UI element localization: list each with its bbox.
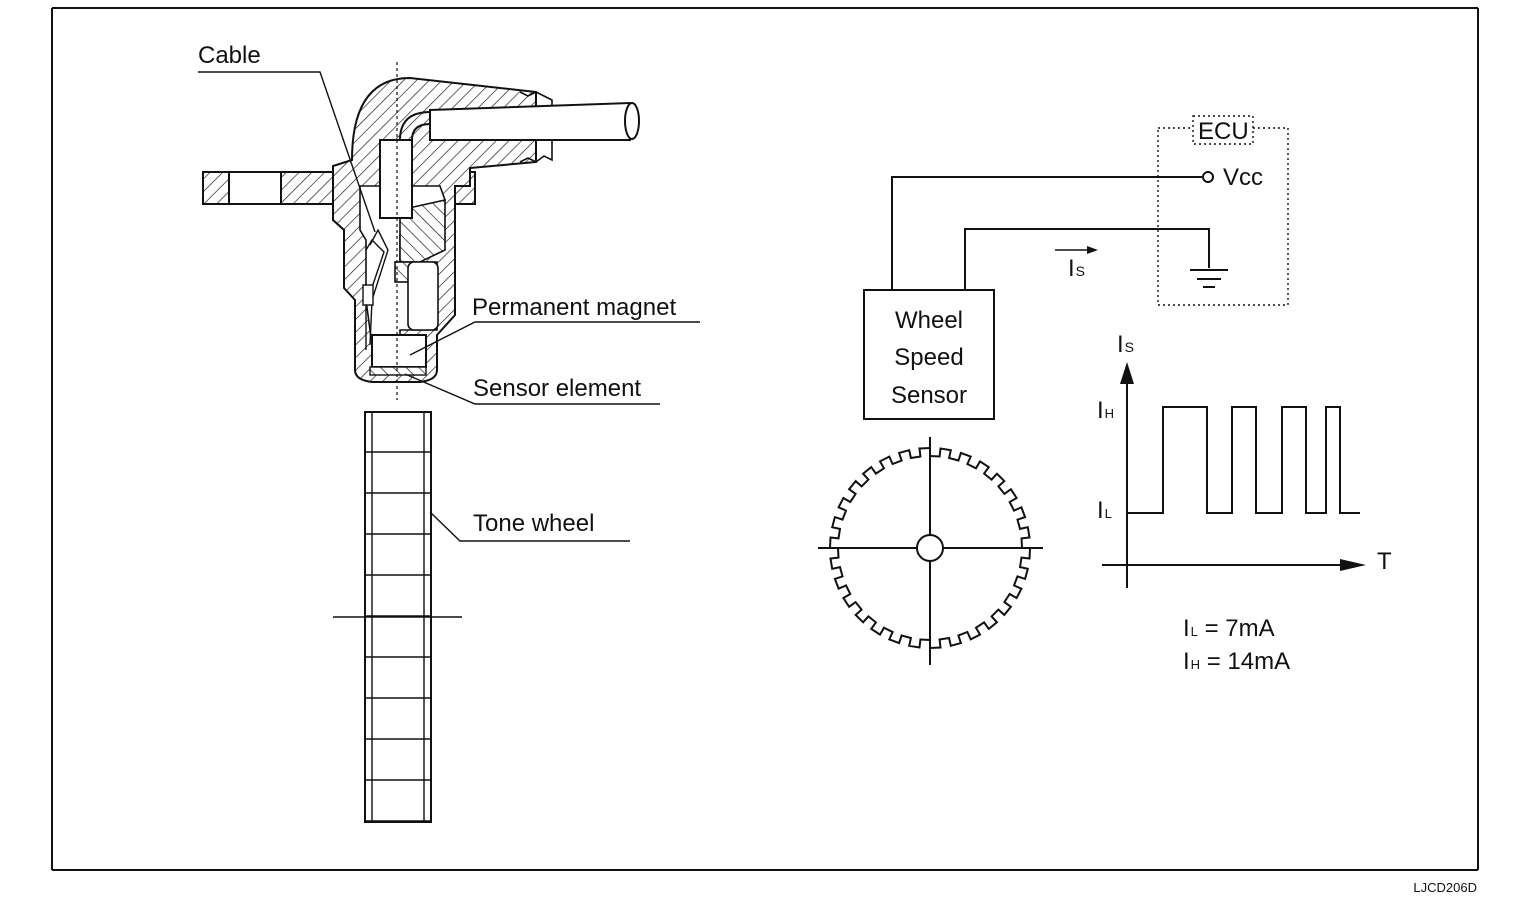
magnet-leader xyxy=(409,321,700,356)
circuit: ECU Vcc IS Wheel Speed Sensor xyxy=(863,115,1289,420)
ecu-label-box xyxy=(1192,115,1254,145)
x-axis-arrow xyxy=(1340,559,1366,571)
cable-end xyxy=(624,102,640,140)
cable-leader xyxy=(198,71,376,233)
cable-tube xyxy=(429,101,631,141)
flange-right-hatch xyxy=(280,171,334,205)
il-formula: IL = 7mA xyxy=(1183,615,1275,642)
y-axis-arrow xyxy=(1120,362,1134,384)
ecu-box xyxy=(1157,127,1289,306)
tone-wheel-leader xyxy=(429,511,630,542)
permanent-magnet-label: Permanent magnet xyxy=(472,294,676,321)
current-waveform-chart: IS IH IL T xyxy=(1097,331,1392,588)
gear-hub xyxy=(916,534,944,562)
sensor-element-leader xyxy=(404,373,660,405)
sensor-cross-section xyxy=(202,62,640,400)
tone-wheel-front xyxy=(818,437,1043,665)
y-axis-label: IS xyxy=(1117,331,1134,358)
wheel-speed-sensor-box xyxy=(863,289,995,420)
flange-plain xyxy=(228,171,282,205)
wss-line1: Wheel xyxy=(895,307,963,334)
current-arrow-icon xyxy=(1055,246,1098,254)
sensor-element-label: Sensor element xyxy=(473,375,641,402)
tone-wheel-label: Tone wheel xyxy=(473,510,594,537)
sensor-element xyxy=(369,366,427,376)
connector-block xyxy=(379,139,413,219)
ground-symbol-icon xyxy=(1190,269,1228,288)
flange-left-hatch xyxy=(202,171,230,205)
ecu-label: ECU xyxy=(1198,118,1249,145)
vcc-label: Vcc xyxy=(1223,164,1263,191)
tone-wheel-side xyxy=(333,411,462,823)
wss-line2: Speed xyxy=(894,344,963,371)
leader-lines xyxy=(198,71,700,542)
figure-frame xyxy=(51,7,1479,871)
tone-wheel-segments xyxy=(365,451,431,822)
ih-tick-label: IH xyxy=(1097,397,1114,424)
signal-wire xyxy=(964,228,1210,290)
ih-formula: IH = 14mA xyxy=(1183,648,1290,675)
vcc-wire xyxy=(891,176,1202,290)
il-tick-label: IL xyxy=(1097,497,1112,524)
cable-label: Cable xyxy=(198,42,261,69)
x-axis-label: T xyxy=(1377,548,1392,575)
reference-code: LJCD206D xyxy=(1413,880,1477,895)
wss-line3: Sensor xyxy=(891,382,967,409)
is-label: IS xyxy=(1068,255,1085,282)
vcc-terminal xyxy=(1202,171,1214,183)
current-waveform xyxy=(1127,406,1360,514)
